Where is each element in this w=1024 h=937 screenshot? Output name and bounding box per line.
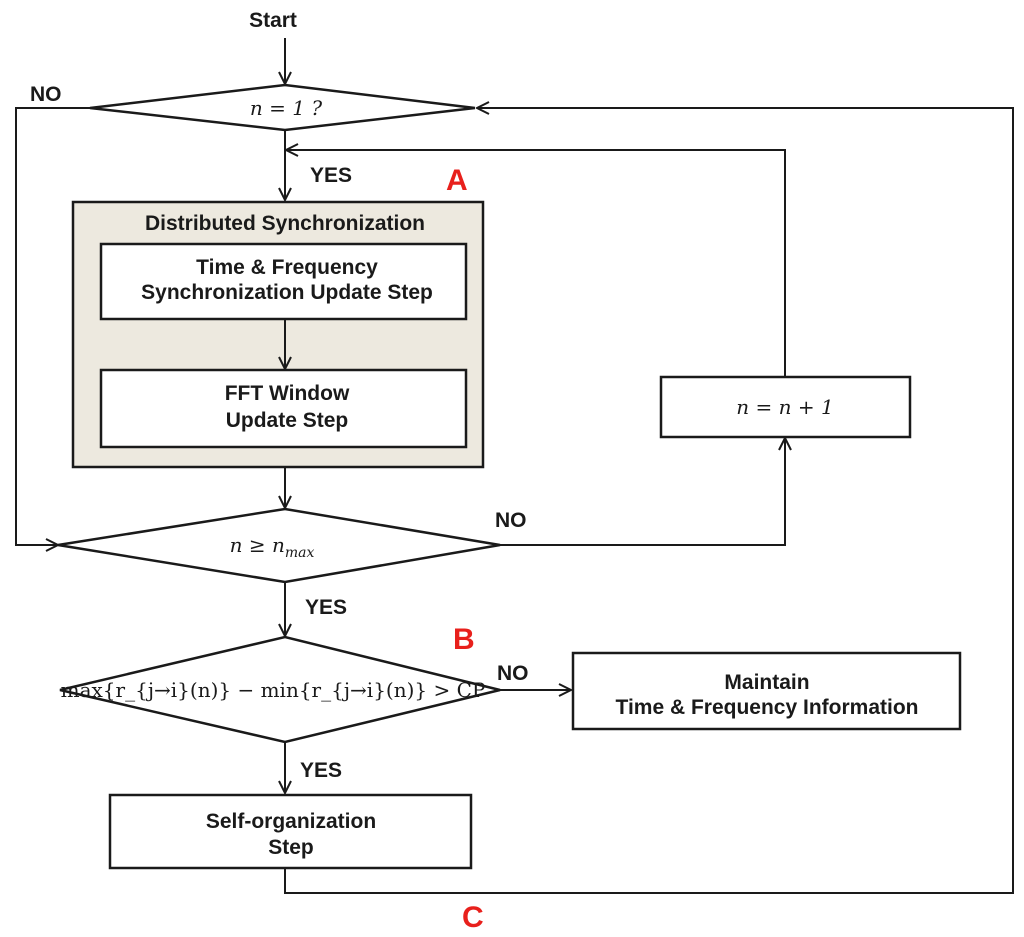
- start-label: Start: [249, 9, 297, 32]
- maintain-line2: Time & Frequency Information: [616, 696, 919, 719]
- arrow-decision1-no-bypass: [15, 107, 90, 545]
- arrow-decision2-no: [500, 438, 785, 546]
- maintain-info-box: [571, 651, 962, 731]
- decision1-yes-label: YES: [310, 164, 352, 187]
- self-organization-box: [108, 793, 473, 870]
- decision2-no-label: NO: [495, 509, 527, 532]
- marker-b: B: [453, 623, 475, 656]
- decision2-subscript: max: [285, 545, 315, 561]
- self-org-line2: Step: [268, 836, 314, 859]
- decision3-text: max{r_{j→i}(n)} − min{r_{j→i}(n)} > CP: [61, 678, 486, 702]
- self-org-line1: Self-organization: [206, 810, 376, 833]
- time-freq-sync-line1: Time & Frequency: [196, 256, 378, 279]
- decision1-no-label: NO: [30, 83, 62, 106]
- decision2-text: n ≥ nmax: [230, 533, 315, 561]
- decision3-no-label: NO: [497, 662, 529, 685]
- time-freq-sync-line2: Synchronization Update Step: [141, 281, 433, 304]
- decision3-yes-label: YES: [300, 759, 342, 782]
- decision1-text: n = 1 ?: [250, 96, 322, 120]
- decision2-yes-label: YES: [305, 596, 347, 619]
- fft-window-update-box: [99, 368, 468, 449]
- maintain-line1: Maintain: [724, 671, 809, 694]
- arrow-increment-loop: [286, 150, 786, 377]
- decision2-main-text: n ≥ n: [230, 533, 285, 557]
- time-freq-sync-update-box: [99, 242, 468, 321]
- decision-n-equals-1: [89, 83, 476, 132]
- marker-c: C: [462, 901, 484, 934]
- marker-a: A: [446, 164, 468, 197]
- fft-window-line1: FFT Window: [225, 382, 350, 405]
- increment-text: n = n + 1: [736, 395, 833, 419]
- distributed-sync-title: Distributed Synchronization: [145, 212, 425, 235]
- fft-window-line2: Update Step: [226, 409, 349, 432]
- arrow-loop-c: [284, 108, 1014, 894]
